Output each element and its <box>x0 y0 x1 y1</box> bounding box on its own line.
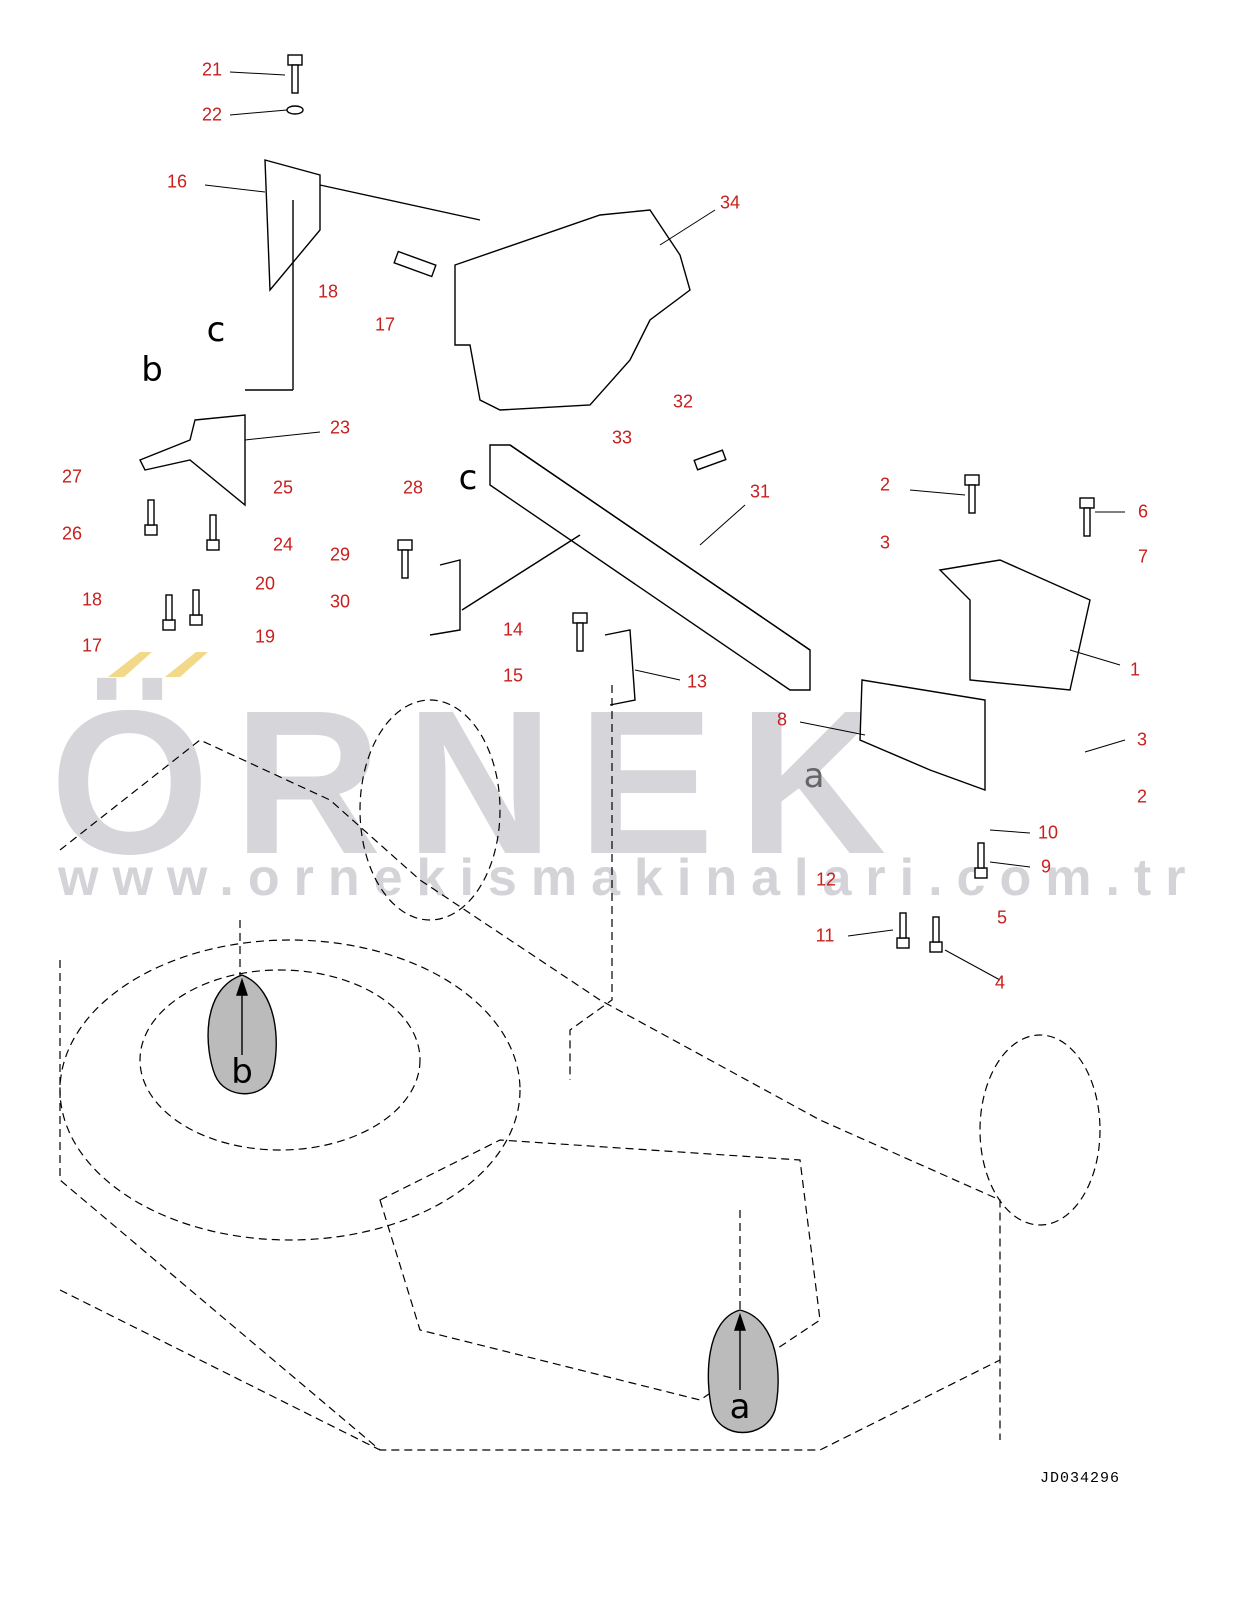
view-letter-a2: a <box>729 1387 751 1427</box>
callout-8: 8 <box>776 709 788 730</box>
callout-29: 29 <box>329 544 351 565</box>
view-letter-c: c <box>206 310 226 350</box>
view-letter-a: a <box>803 756 825 796</box>
callout-1: 1 <box>1129 659 1141 680</box>
callout-24: 24 <box>272 534 294 555</box>
callout-34: 34 <box>719 192 741 213</box>
callout-5: 5 <box>996 907 1008 928</box>
callout-3: 3 <box>879 532 891 553</box>
view-letter-b: b <box>141 350 163 390</box>
callout-20: 20 <box>254 573 276 594</box>
callout-6: 6 <box>1137 501 1149 522</box>
leader-lines <box>204 71 1126 981</box>
view-a-bubble <box>707 1309 779 1434</box>
view-letter-c2: c <box>458 458 478 498</box>
callout-13: 13 <box>686 671 708 692</box>
part-1 <box>938 559 1091 691</box>
callout-26: 26 <box>61 523 83 544</box>
callout-3b: 3 <box>1136 729 1148 750</box>
watermark-accent <box>165 652 208 677</box>
callout-18: 18 <box>317 281 339 302</box>
callout-9: 9 <box>1040 856 1052 877</box>
callout-21: 21 <box>201 59 223 80</box>
watermark-logo: ÖRNEK <box>50 668 911 897</box>
drawing-code: JD034296 <box>1040 1470 1121 1487</box>
callout-14: 14 <box>502 619 524 640</box>
callout-19: 19 <box>254 626 276 647</box>
callout-10: 10 <box>1037 822 1059 843</box>
callout-17: 17 <box>374 314 396 335</box>
part-34 <box>454 209 691 411</box>
watermark-url: www.ornekismakinalari.com.tr <box>58 849 1200 907</box>
part-23 <box>139 414 246 507</box>
part-28 <box>429 559 461 636</box>
view-letter-b2: b <box>231 1052 253 1092</box>
callout-27: 27 <box>61 466 83 487</box>
callout-32: 32 <box>672 391 694 412</box>
watermark-accent <box>108 652 152 677</box>
callout-18b: 18 <box>81 589 103 610</box>
callout-31: 31 <box>749 481 771 502</box>
callout-33: 33 <box>611 427 633 448</box>
callout-2: 2 <box>879 474 891 495</box>
callout-2b: 2 <box>1136 786 1148 807</box>
callout-12: 12 <box>815 869 837 890</box>
callout-11: 11 <box>815 925 835 946</box>
callout-15: 15 <box>502 665 524 686</box>
callout-17b: 17 <box>81 635 103 656</box>
callout-22: 22 <box>201 104 223 125</box>
callout-25: 25 <box>272 477 294 498</box>
callout-28: 28 <box>402 477 424 498</box>
callout-4: 4 <box>994 972 1006 993</box>
callout-23: 23 <box>329 417 351 438</box>
callout-7: 7 <box>1137 546 1149 567</box>
frame-outline <box>59 685 1101 1451</box>
part-13 <box>604 629 636 706</box>
callout-30: 30 <box>329 591 351 612</box>
part-8 <box>859 679 986 791</box>
callout-16: 16 <box>166 171 188 192</box>
